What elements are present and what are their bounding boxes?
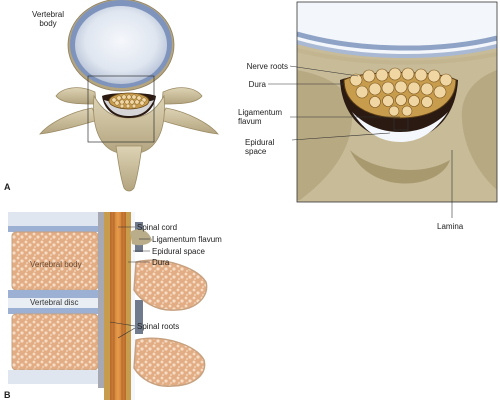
label-vertebral-body-a: Vertebral body bbox=[31, 10, 65, 28]
lamina-lower bbox=[133, 337, 206, 387]
zoomed-canal-inset bbox=[297, 2, 497, 202]
leader-lines-a bbox=[268, 65, 453, 218]
spinal-cord bbox=[110, 212, 126, 400]
label-ligamentum-flavum-b: Ligamentum flavum bbox=[152, 235, 222, 244]
transverse-process-left bbox=[55, 87, 97, 105]
label-epidural-space-a: Epidural space bbox=[245, 138, 275, 156]
transverse-process-right bbox=[161, 87, 203, 105]
zoom-region-box bbox=[87, 75, 155, 143]
vertebral-disc bbox=[8, 298, 100, 308]
axial-vertebra bbox=[39, 0, 219, 192]
label-spinal-roots: Spinal roots bbox=[137, 322, 180, 331]
lamina-upper bbox=[133, 259, 208, 311]
panel-label-b: B bbox=[4, 390, 11, 400]
label-vertebral-disc: Vertebral disc bbox=[30, 298, 79, 307]
spinous-process bbox=[115, 145, 143, 192]
label-epidural-space-b: Epidural space bbox=[152, 247, 205, 256]
label-ligamentum-flavum-a: Ligamentum flavum bbox=[238, 108, 283, 126]
inset-frame bbox=[296, 1, 498, 203]
panel-label-a: A bbox=[4, 182, 11, 192]
epidural-space-region bbox=[352, 112, 448, 142]
label-spinal-cord: Spinal cord bbox=[137, 223, 178, 232]
nerve-root-bundle bbox=[349, 67, 453, 117]
label-lamina: Lamina bbox=[437, 222, 464, 231]
vertebral-body-lower bbox=[11, 313, 99, 371]
label-nerve-roots: Nerve roots bbox=[246, 62, 288, 71]
label-dura-a: Dura bbox=[248, 80, 266, 89]
label-vertebral-body-b: Vertebral body bbox=[30, 260, 82, 269]
sagittal-section bbox=[8, 212, 208, 400]
leader-lines-b bbox=[109, 226, 150, 339]
label-dura-b: Dura bbox=[152, 258, 170, 267]
